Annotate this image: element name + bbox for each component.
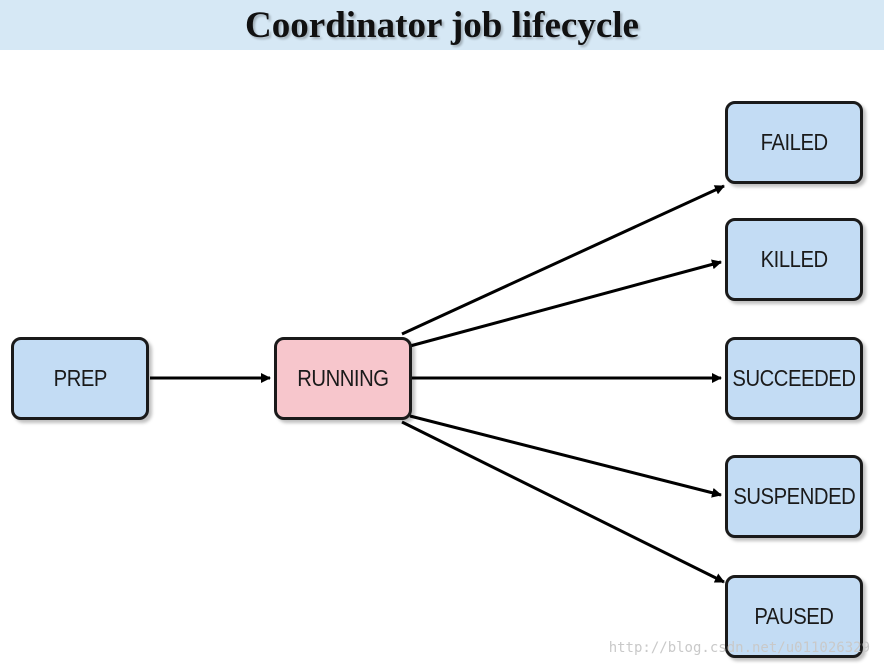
state-prep-label: PREP <box>53 365 107 391</box>
state-succeeded: SUCCEEDED <box>725 337 863 420</box>
state-failed: FAILED <box>725 101 863 184</box>
arrow-running-to-suspended <box>409 414 722 498</box>
state-failed-label: FAILED <box>760 129 828 155</box>
state-suspended: SUSPENDED <box>725 455 863 538</box>
title-bar: Coordinator job lifecycle <box>0 0 884 50</box>
arrow-running-to-failed <box>401 184 725 336</box>
state-paused: PAUSED <box>725 575 863 658</box>
state-paused-label: PAUSED <box>754 603 834 629</box>
state-killed-label: KILLED <box>760 246 828 272</box>
state-succeeded-label: SUCCEEDED <box>732 365 856 391</box>
state-suspended-label: SUSPENDED <box>732 483 856 509</box>
state-killed: KILLED <box>725 218 863 301</box>
state-running-label: RUNNING <box>297 365 389 391</box>
arrow-running-to-paused <box>401 420 725 584</box>
page-title: Coordinator job lifecycle <box>245 4 639 46</box>
watermark-url: http://blog.csdn.net/u011026329 <box>608 640 870 656</box>
state-prep: PREP <box>11 337 149 420</box>
state-running: RUNNING <box>274 337 412 420</box>
arrow-running-to-killed <box>409 259 722 348</box>
